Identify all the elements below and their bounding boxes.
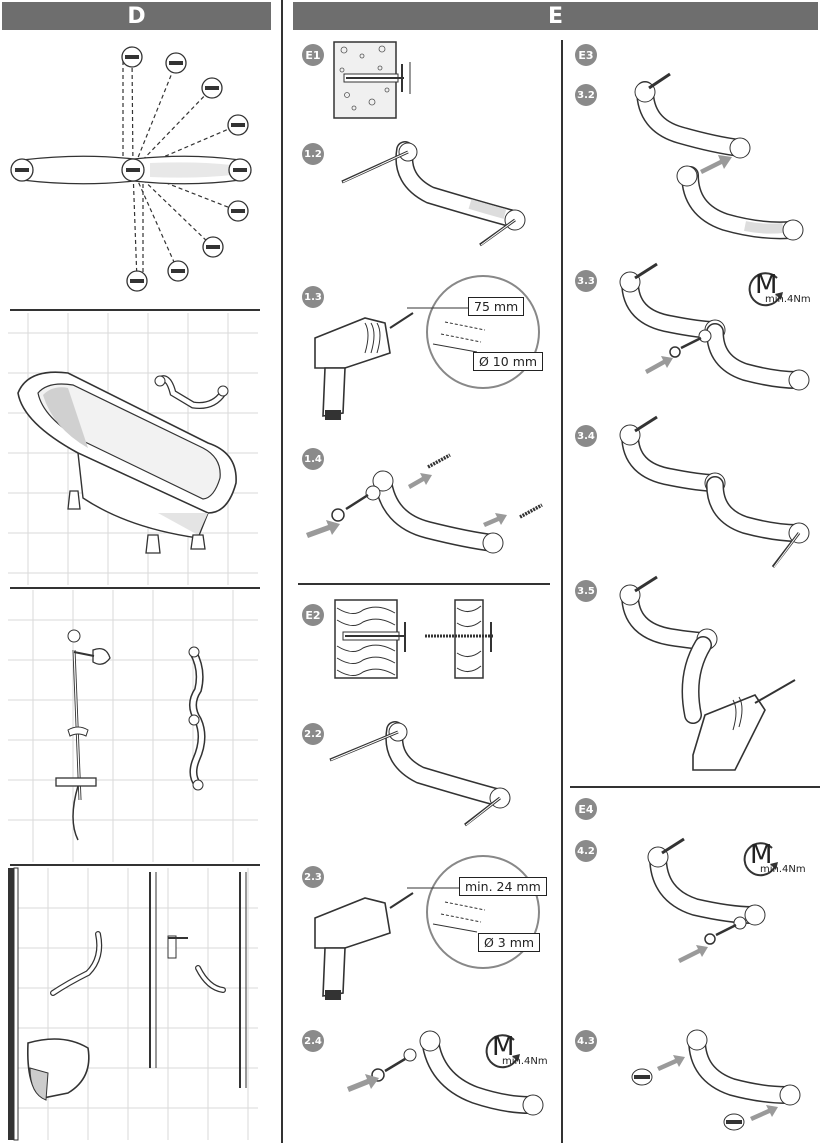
step-badge-3-4: 3.4 [575,425,597,447]
torque-value: min.4Nm [760,864,806,875]
torque-symbol: M [492,1032,515,1062]
wood-depth-label: min. 24 mm [459,877,547,896]
step-4-2-drawing [647,837,766,963]
step-3-5-drawing [619,575,796,771]
concrete-depth-label: 75 mm [468,297,525,316]
torque-value: min.4Nm [502,1056,548,1067]
step-1-2-drawing [341,141,526,247]
step-badge-3-2: 3.2 [575,84,597,106]
concrete-diameter-label: Ø 10 mm [473,352,544,371]
divider-e1-e2 [298,583,550,585]
section-badge-e2: E2 [302,604,324,626]
drill-concrete-drawing [314,312,414,420]
shower-scene [8,590,258,862]
header-d: D [2,2,271,30]
bathtub-scene [8,313,258,585]
step-badge-1-3: 1.3 [302,286,324,308]
drill-wood-drawing [314,892,414,1000]
toilet-door-scene [8,867,258,1141]
step-badge-2-2: 2.2 [302,723,324,745]
header-e: E [293,2,818,30]
column-divider-inner [561,40,563,1143]
torque-symbol: M [750,840,773,870]
step-badge-2-3: 2.3 [302,866,324,888]
step-2-4-drawing [347,1030,544,1116]
torque-value: min.4Nm [765,294,811,305]
step-3-3-drawing [619,262,810,391]
wood-diameter-label: Ø 3 mm [478,933,541,952]
step-3-2-drawing [634,72,804,241]
step-4-3-drawing [631,1029,801,1131]
step-badge-2-4: 2.4 [302,1030,324,1052]
step-2-2-drawing [329,721,511,827]
torque-indicator-3-3: M min.4Nm [747,270,817,310]
step-badge-3-3: 3.3 [575,270,597,292]
step-badge-4-2: 4.2 [575,840,597,862]
step-badge-3-5: 3.5 [575,580,597,602]
section-badge-e1: E1 [302,44,324,66]
divider-d2 [10,587,260,589]
section-badge-e3: E3 [575,44,597,66]
divider-d3 [10,864,260,866]
torque-symbol: M [755,270,778,300]
column-divider [281,0,283,1143]
callout-circle-concrete [407,275,540,389]
divider-d1 [10,309,260,311]
concrete-wall-anchor-diagram [333,41,411,119]
step-badge-1-2: 1.2 [302,143,324,165]
step-badge-1-4: 1.4 [302,448,324,470]
callout-circle-wood [407,855,540,969]
step-badge-4-3: 4.3 [575,1030,597,1052]
section-badge-e4: E4 [575,798,597,820]
step-1-4-drawing [306,453,543,554]
torque-indicator-2-4: M min.4Nm [484,1032,554,1072]
step-3-4-drawing [619,415,810,568]
wood-wall-diagrams [334,599,493,679]
divider-e3-e4 [570,786,820,788]
torque-indicator-4-2: M min.4Nm [742,840,812,880]
rotation-fan-diagram [10,46,252,292]
